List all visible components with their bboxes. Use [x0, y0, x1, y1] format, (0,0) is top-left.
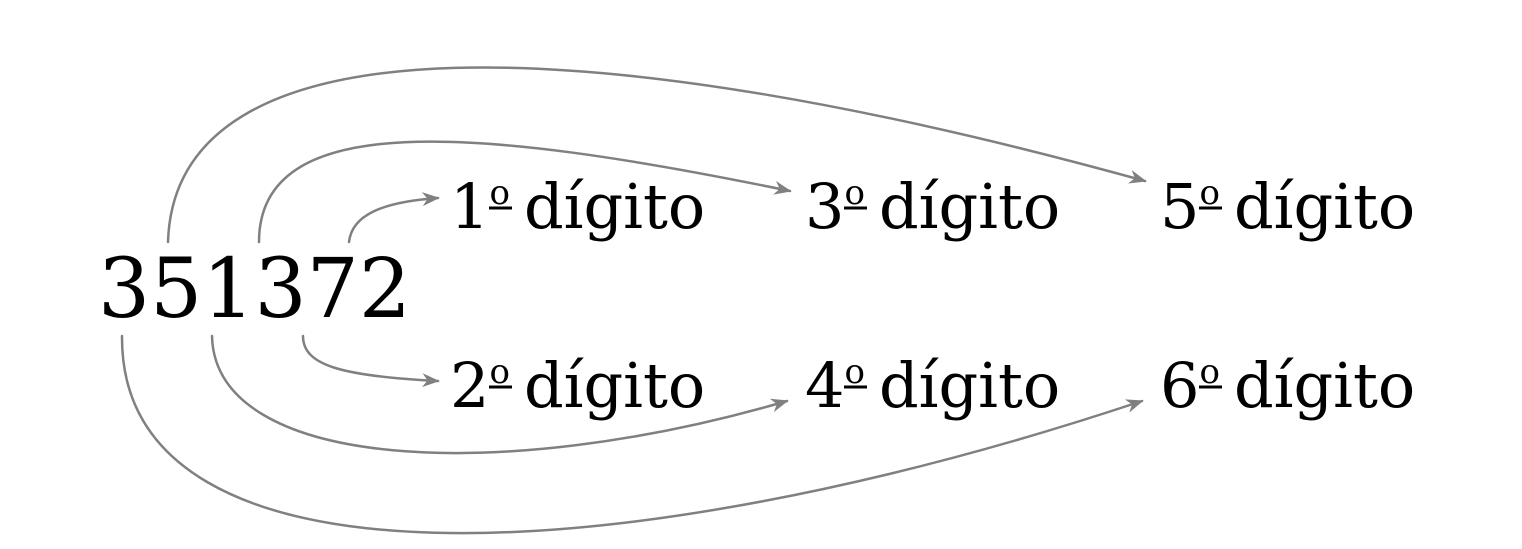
arrow-to-6th-digit	[120, 334, 1144, 535]
arrow-to-5th-digit	[166, 66, 1147, 244]
arrows	[120, 66, 1147, 535]
label-6th-digit-word: dígito	[1234, 349, 1415, 422]
label-4th-digit-word: dígito	[879, 349, 1060, 422]
label-2nd-digit-ordinal: o	[489, 352, 509, 392]
label-5th-digit-ordinal: o	[1199, 173, 1219, 213]
label-5th-digit-index: 5	[1160, 170, 1199, 243]
label-5th-digit-word: dígito	[1234, 170, 1415, 243]
label-2nd-digit-word: dígito	[524, 349, 705, 422]
label-4th-digit-ordinal: o	[844, 352, 864, 392]
arrow-to-4th-digit	[210, 334, 789, 455]
label-1st-digit-index: 1	[450, 170, 489, 243]
label-3rd-digit-index: 3	[805, 170, 844, 243]
ordinal-underlines	[489, 206, 1222, 389]
label-2nd-digit-index: 2	[450, 349, 489, 422]
label-3rd-digit-word: dígito	[879, 170, 1060, 243]
label-1st-digit-ordinal: o	[489, 173, 509, 213]
central-number: 351372	[98, 242, 411, 337]
label-4th-digit-index: 4	[805, 349, 844, 422]
arrow-to-3rd-digit	[257, 140, 792, 244]
label-6th-digit-ordinal: o	[1199, 352, 1219, 392]
arrow-to-1st-digit	[347, 192, 440, 244]
label-1st-digit-word: dígito	[524, 170, 705, 243]
label-3rd-digit-ordinal: o	[844, 173, 864, 213]
label-6th-digit-index: 6	[1160, 349, 1199, 422]
arrow-to-2nd-digit	[301, 334, 440, 388]
